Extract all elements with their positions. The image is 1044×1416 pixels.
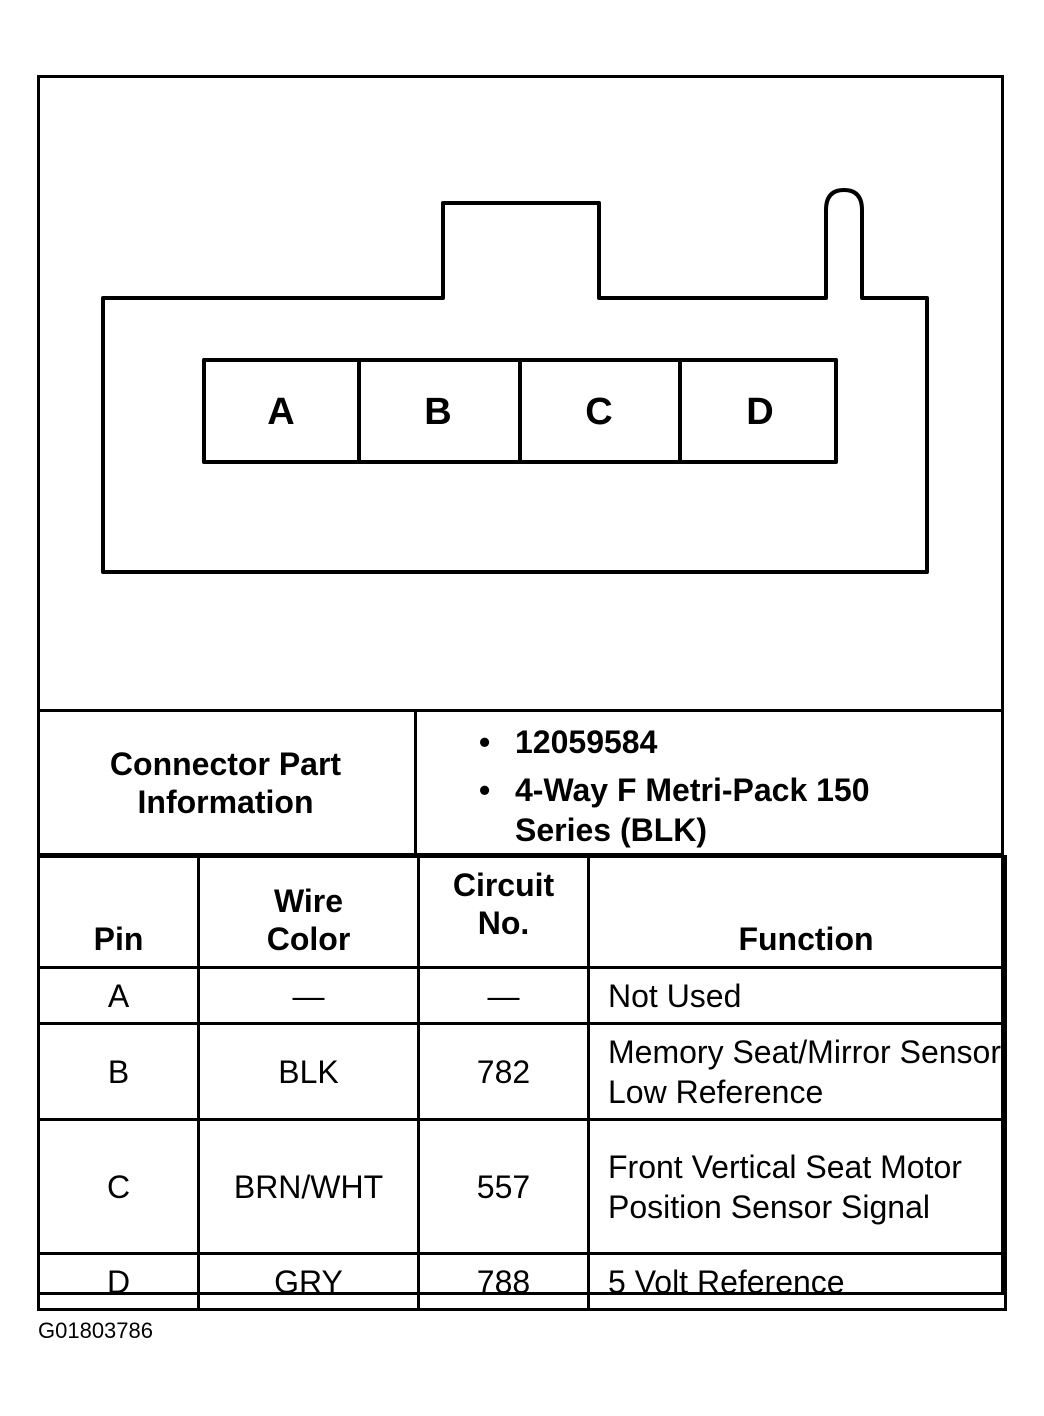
wire-color-cell: BRN/WHT	[197, 1118, 420, 1255]
cavity-label-c: C	[585, 391, 612, 433]
pin-cell: B	[37, 1022, 200, 1121]
table-row: C BRN/WHT 557 Front Vertical Seat Motor …	[37, 1118, 1007, 1255]
wire-color-cell: GRY	[197, 1252, 420, 1311]
connector-body	[101, 188, 929, 574]
header-function: Function	[587, 855, 1007, 969]
circuit-cell: 557	[417, 1118, 590, 1255]
table-header-row: Pin Wire Color Circuit No. Function	[37, 855, 1007, 969]
cavity-label-d: D	[746, 391, 773, 433]
function-cell: Front Vertical Seat Motor Position Senso…	[587, 1118, 1007, 1255]
part-info-list: •12059584 •4-Way F Metri-Pack 150 Series…	[477, 722, 935, 858]
table-row: D GRY 788 5 Volt Reference	[37, 1252, 1007, 1311]
header-circuit: Circuit No.	[417, 855, 590, 969]
part-info-item: •4-Way F Metri-Pack 150 Series (BLK)	[479, 772, 870, 848]
wire-color-cell: —	[197, 966, 420, 1025]
circuit-cell: 788	[417, 1252, 590, 1311]
circuit-cell: 782	[417, 1022, 590, 1121]
function-cell: Not Used	[587, 966, 1007, 1025]
pin-cell: D	[37, 1252, 200, 1311]
function-cell: Memory Seat/Mirror Sensor Low Reference	[587, 1022, 1007, 1121]
wire-color-cell: BLK	[197, 1022, 420, 1121]
cavity-label-a: A	[267, 391, 294, 433]
figure-id: G01803786	[38, 1318, 153, 1343]
table-row: A — — Not Used	[37, 966, 1007, 1025]
table-row: B BLK 782 Memory Seat/Mirror Sensor Low …	[37, 1022, 1007, 1121]
circuit-cell: —	[417, 966, 590, 1025]
header-pin: Pin	[37, 855, 200, 969]
function-cell: 5 Volt Reference	[587, 1252, 1007, 1311]
pin-cell: C	[37, 1118, 200, 1255]
pin-cell: A	[37, 966, 200, 1025]
part-info-label: Connector Part Information	[37, 712, 417, 853]
part-info-item: •12059584	[479, 724, 658, 760]
connector-part-info: Connector Part Information •12059584 •4-…	[37, 709, 1004, 856]
connector-diagram: A B C D	[101, 188, 929, 574]
header-wire-color: Wire Color	[197, 855, 420, 969]
cavity-label-b: B	[424, 391, 451, 433]
pinout-table: Pin Wire Color Circuit No. Function A — …	[37, 855, 1007, 1311]
